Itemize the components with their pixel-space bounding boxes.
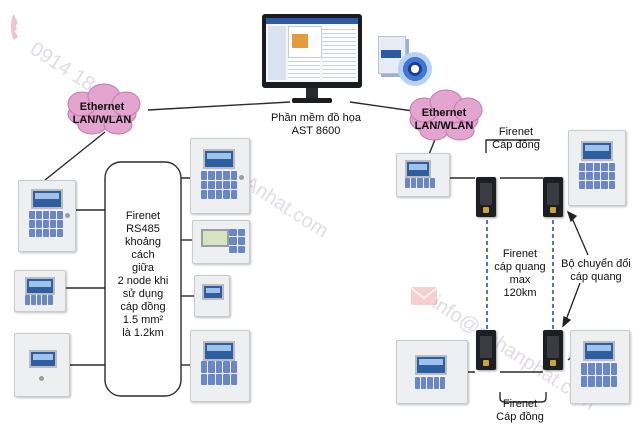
email-watermark-icon — [410, 287, 438, 305]
fire-panel-right-2 — [568, 130, 626, 206]
ethernet-cloud-right — [409, 89, 483, 141]
converter-pointer-down — [565, 282, 581, 321]
link-pc-cloud-right — [349, 101, 421, 113]
software-box-icon — [378, 36, 432, 92]
fire-panel-mid-3 — [194, 275, 230, 317]
ethernet-cloud-left — [67, 83, 141, 135]
monitor-icon — [262, 14, 364, 104]
software-label: Phần mềm đồ họa AST 8600 — [271, 112, 361, 137]
fiber-label: Firenet cáp quang max 120km — [494, 248, 546, 299]
fire-panel-mid-2 — [192, 220, 250, 264]
link-cloud-left-panel — [44, 131, 106, 181]
copper-top-label: Firenet Cáp đồng — [492, 126, 540, 151]
fire-panel-mid-1 — [190, 138, 250, 214]
ethernet-right-label: Ethernet LAN/WLAN — [414, 107, 474, 132]
fiber-converter-bottom-right — [543, 330, 563, 370]
rs485-loop — [104, 161, 182, 397]
fire-panel-left-1 — [18, 180, 76, 252]
fiber-converter-top-right — [543, 177, 563, 217]
link-cloud-left-pc — [147, 101, 291, 111]
copper-bottom-label: Firenet Cáp đồng — [496, 398, 544, 423]
fiber-converter-bottom-left — [476, 330, 496, 370]
fire-panel-left-3 — [14, 333, 70, 397]
fire-panel-right-4 — [570, 330, 630, 404]
phone-watermark-icon — [11, 14, 18, 40]
fire-panel-mid-4 — [190, 330, 250, 402]
fiber-converter-top-left — [476, 177, 496, 217]
ethernet-left-label: Ethernet LAN/WLAN — [72, 101, 132, 126]
rs485-label: Firenet RS485 khoảng cách giữa 2 node kh… — [117, 210, 169, 339]
converter-label: Bộ chuyển đổi cáp quang — [561, 258, 631, 283]
converter-pointer-up — [571, 217, 589, 256]
fire-panel-right-1 — [396, 153, 450, 197]
fire-panel-left-2 — [14, 270, 66, 312]
fire-panel-right-3 — [396, 340, 468, 404]
